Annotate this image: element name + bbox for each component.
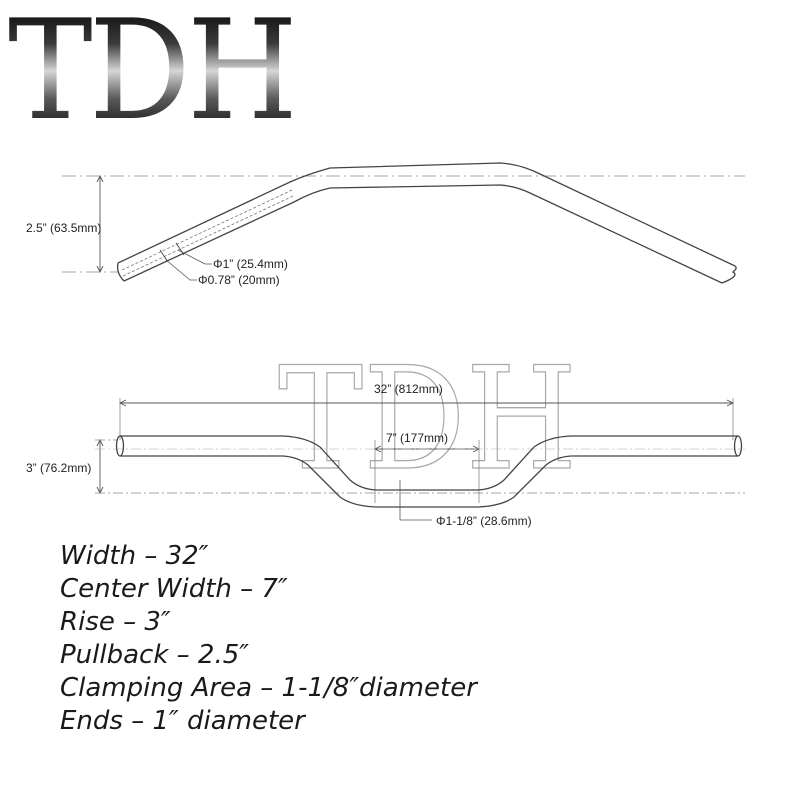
spec-width: Width – 32″ bbox=[60, 541, 209, 571]
brand-logo: TDH bbox=[8, 0, 298, 151]
spec-pullback: Pullback – 2.5″ bbox=[60, 640, 249, 670]
pullback-dimension-label: 2.5” (63.5mm) bbox=[26, 221, 101, 235]
inner-diameter-label: Φ0.78” (20mm) bbox=[198, 273, 280, 287]
spec-rise: Rise – 3″ bbox=[60, 607, 171, 637]
overall-width-label: 32” (812mm) bbox=[374, 382, 443, 396]
center-width-label: 7” (177mm) bbox=[386, 431, 448, 445]
watermark-logo: TDH bbox=[278, 337, 577, 502]
spec-center-width: Center Width – 7″ bbox=[60, 574, 288, 604]
side-view-drawing bbox=[62, 162, 745, 284]
rise-dimension-label: 3” (76.2mm) bbox=[26, 461, 91, 475]
spec-ends: Ends – 1″ diameter bbox=[60, 706, 305, 736]
end-diameter-label: Φ1” (25.4mm) bbox=[213, 257, 288, 271]
front-view-drawing bbox=[95, 398, 745, 521]
spec-list: Width – 32″ Center Width – 7″ Rise – 3″ … bbox=[60, 540, 477, 738]
spec-clamping-area: Clamping Area – 1-1/8″diameter bbox=[60, 673, 477, 703]
clamp-diameter-label: Φ1-1/8” (28.6mm) bbox=[436, 514, 532, 528]
